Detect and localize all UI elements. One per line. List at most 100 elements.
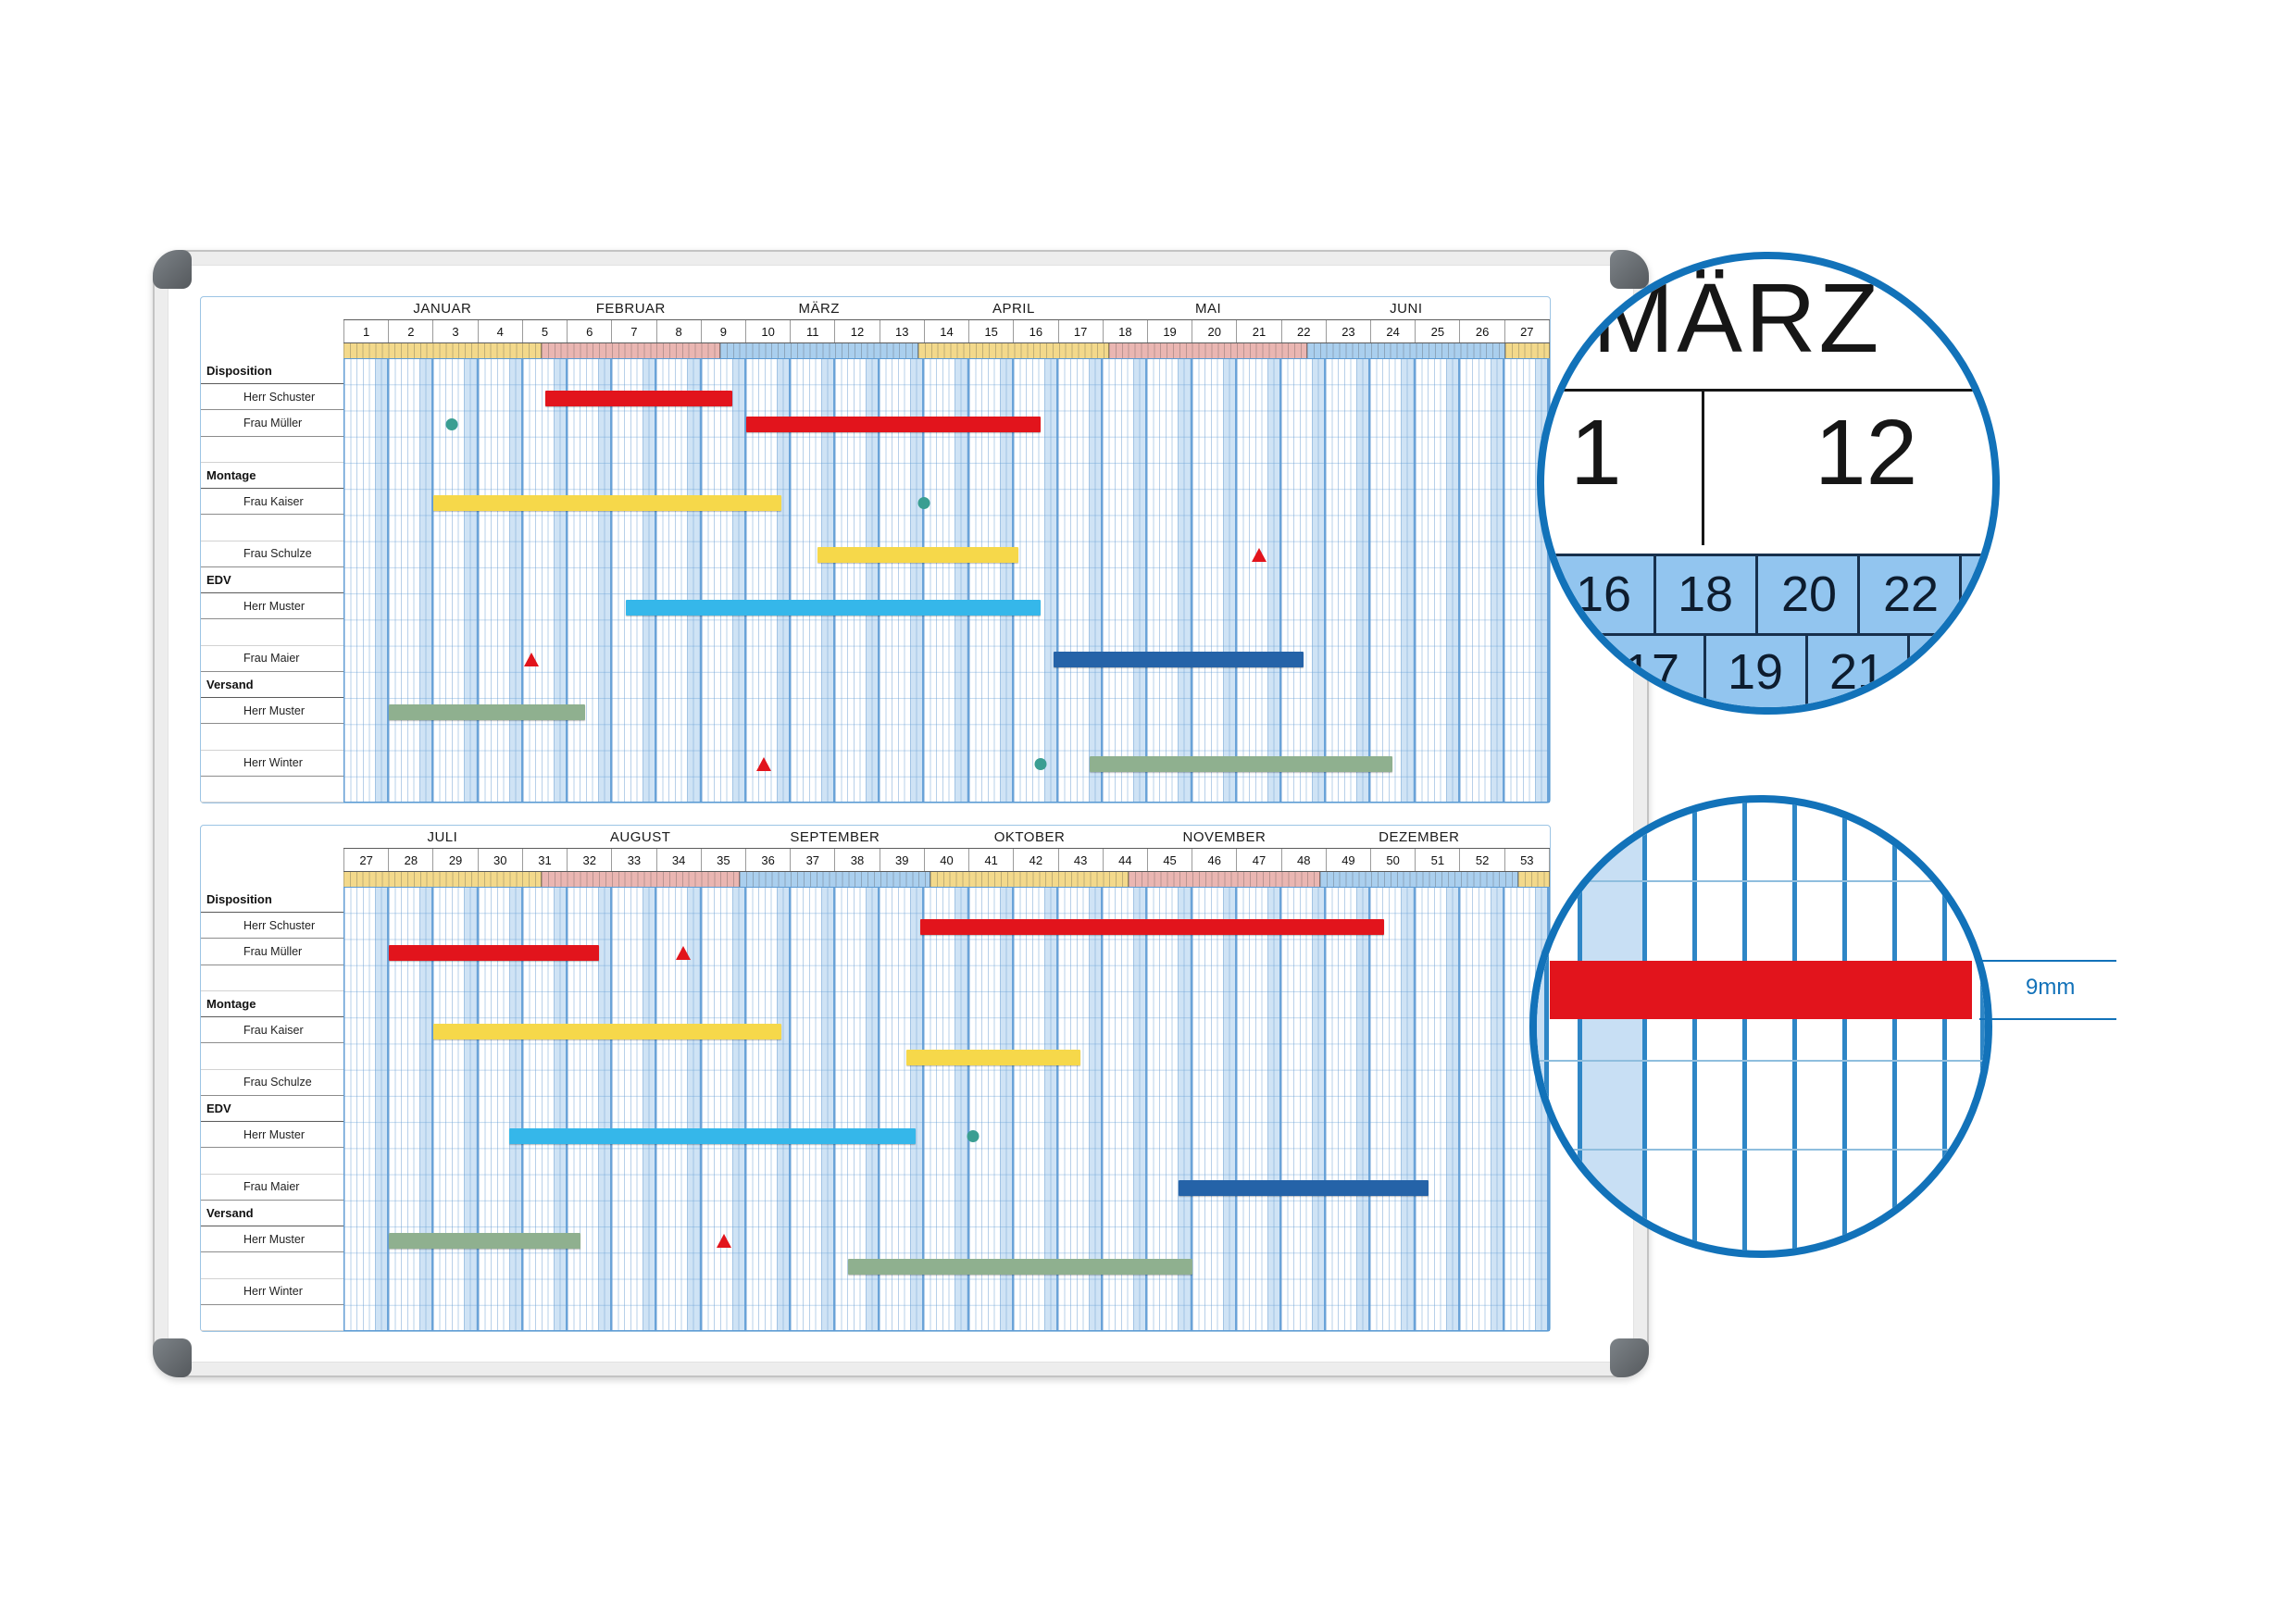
schedule-bar	[1179, 1180, 1429, 1197]
week-number-cell: 2	[389, 320, 434, 342]
grid-week-column	[835, 888, 880, 1330]
day-strip-segment	[541, 343, 720, 358]
day-strip-segment	[719, 343, 918, 358]
month-label: AUGUST	[609, 829, 671, 845]
week-number-cell: 37	[791, 849, 836, 871]
zoom-day-number: 20	[1781, 566, 1838, 622]
month-label: OKTOBER	[993, 829, 1066, 845]
week-number-cell: 26	[1460, 320, 1505, 342]
department-label: EDV	[201, 1096, 343, 1123]
grid-week-column	[1147, 359, 1192, 802]
zoom-day-number: 17	[1624, 644, 1680, 700]
week-number-cell: 50	[1371, 849, 1416, 871]
week-number-cell: 33	[612, 849, 657, 871]
department-label: Versand	[201, 672, 343, 699]
grid-week-column	[1236, 888, 1281, 1330]
schedule-bar	[389, 703, 586, 720]
grid-week-column	[1103, 888, 1148, 1330]
dimension-line-bottom	[1979, 1018, 2116, 1020]
event-marker-triangle	[524, 653, 540, 667]
week-number-cell: 19	[1148, 320, 1193, 342]
grid-line	[1544, 803, 1549, 1251]
grid-week-column	[745, 359, 791, 802]
person-label: Herr Muster	[201, 1122, 343, 1149]
grid-week-column	[1504, 359, 1550, 802]
week-number-cell: 14	[925, 320, 970, 342]
week-number-cell: 52	[1460, 849, 1505, 871]
day-strip-segment	[917, 343, 1110, 358]
week-number-cell: 51	[1416, 849, 1461, 871]
week-number-cell: 10	[746, 320, 792, 342]
grid-week-column	[968, 359, 1014, 802]
day-strip-segment	[739, 872, 931, 887]
cell-separator	[1857, 556, 1860, 636]
grid-week-column	[1326, 888, 1371, 1330]
week-number-cell: 13	[880, 320, 925, 342]
department-label: Versand	[201, 1201, 343, 1227]
event-marker-triangle	[716, 1233, 731, 1248]
grid-week-column	[1192, 359, 1237, 802]
grid-week-column	[1058, 359, 1104, 802]
week-number-cell: 40	[925, 849, 970, 871]
department-label: Montage	[201, 463, 343, 490]
grid-week-column	[1280, 888, 1327, 1330]
schedule-bar	[509, 1127, 916, 1144]
person-label: Frau Müller	[201, 939, 343, 965]
department-label: Disposition	[201, 887, 343, 914]
department-label: Montage	[201, 991, 343, 1018]
schedule-bar	[544, 390, 733, 406]
month-label: MÄRZ	[798, 301, 840, 317]
person-label: Frau Maier	[201, 646, 343, 672]
week-number-cell: 25	[1416, 320, 1461, 342]
cell-separator	[1959, 556, 1962, 636]
person-label: Frau Maier	[201, 1175, 343, 1201]
week-number-cell: 49	[1327, 849, 1372, 871]
grid-week-column	[1236, 359, 1281, 802]
grid-line	[1742, 803, 1747, 1251]
month-label: SEPTEMBER	[790, 829, 880, 845]
empty-row	[201, 1252, 343, 1279]
day-strip-segment	[343, 872, 542, 887]
grid-week-column	[1370, 359, 1416, 802]
week-number-cell: 31	[523, 849, 568, 871]
week-number-cell: 17	[1059, 320, 1104, 342]
schedule-bar	[848, 1258, 1192, 1275]
schedule-bar	[745, 417, 1041, 433]
grid-line	[1892, 803, 1897, 1251]
week-number-cell: 27	[343, 849, 390, 871]
grid-week-column	[522, 359, 568, 802]
grid-week-column	[656, 359, 702, 802]
grid-week-column	[567, 888, 613, 1330]
grid-week-column	[1013, 359, 1058, 802]
grid-week-column	[880, 359, 925, 802]
person-label: Herr Winter	[201, 751, 343, 777]
week-number-cell: 20	[1192, 320, 1238, 342]
zoom-magnet-strip	[1550, 961, 1972, 1019]
grid-week-column	[1058, 888, 1104, 1330]
schedule-bar	[817, 547, 1018, 564]
day-strip-segment	[1504, 343, 1550, 358]
day-number-strip	[343, 872, 1550, 887]
grid-week-column	[1192, 888, 1237, 1330]
cell-separator	[1755, 556, 1758, 636]
week-number-cell: 1	[343, 320, 390, 342]
day-strip-segment	[930, 872, 1129, 887]
frame-corner-cap	[153, 1338, 192, 1377]
schedule-grid	[343, 358, 1550, 803]
week-number-cell: 45	[1148, 849, 1193, 871]
event-marker-triangle	[676, 946, 692, 961]
zoom-week-number-right: 12	[1815, 401, 1918, 504]
week-number-cell: 4	[479, 320, 523, 342]
cell-separator	[1653, 556, 1656, 636]
grid-week-column	[1459, 359, 1504, 802]
grid-week-column	[701, 888, 746, 1330]
grid-week-column	[389, 888, 434, 1330]
month-label: JULI	[427, 829, 458, 845]
week-number-cell: 11	[791, 320, 836, 342]
grid-week-column	[478, 359, 523, 802]
week-number-cell: 32	[568, 849, 613, 871]
